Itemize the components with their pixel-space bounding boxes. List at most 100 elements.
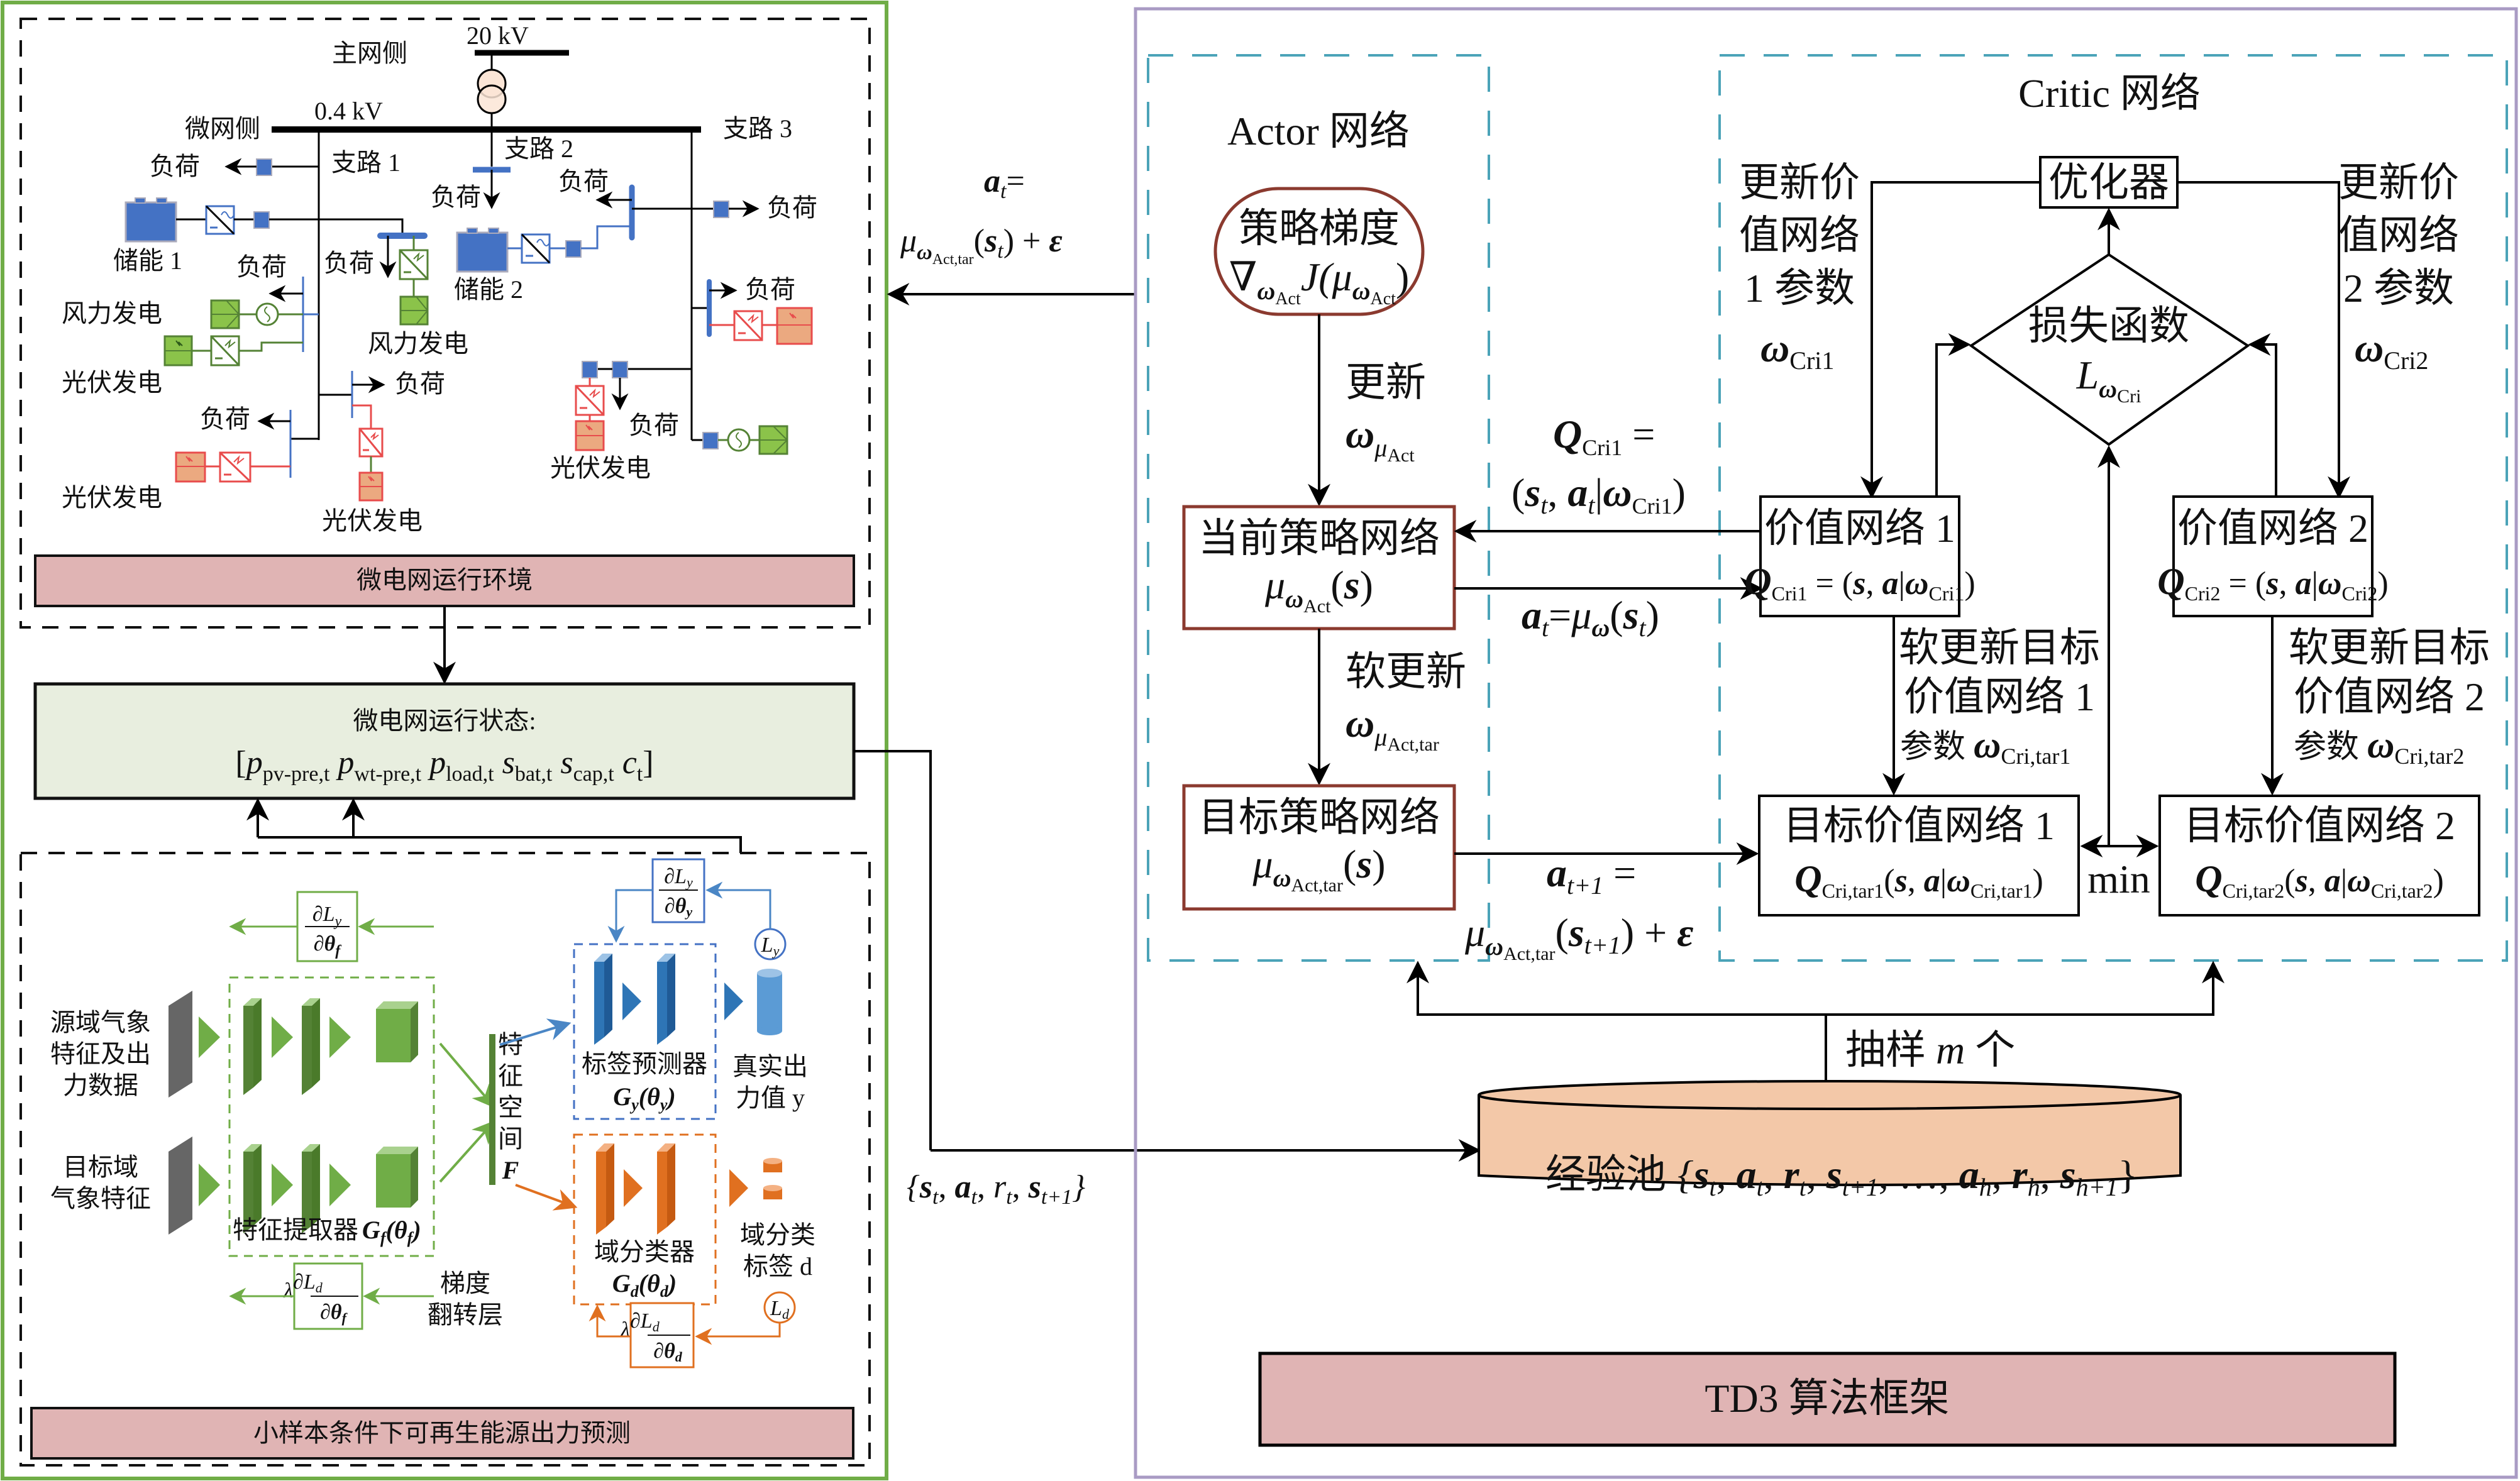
dc-dc-converter-icon xyxy=(358,427,384,458)
breaker-icon xyxy=(702,432,719,449)
update-critic1-label: 更新价 值网络 1 参数 ωCri1 xyxy=(1739,160,1860,375)
target-critic2-box xyxy=(2158,795,2480,917)
pv-panel-icon xyxy=(776,307,813,345)
forecast-box xyxy=(19,852,871,1467)
dc-dc-converter-icon xyxy=(575,385,605,416)
action-to-critic-label: at=μω(st) xyxy=(1522,593,1659,642)
svg-text:梯度: 梯度 xyxy=(440,1269,490,1297)
state-to-buffer-connector xyxy=(854,750,932,1150)
update-label: 更新 xyxy=(1346,360,1426,405)
feature-space-label: 特 征 空 间 F xyxy=(498,1030,523,1184)
update-param: ωμAct xyxy=(1346,412,1415,466)
pv-label: 光伏发电 xyxy=(62,368,162,397)
svg-text:1 参数: 1 参数 xyxy=(1744,266,1855,311)
soft-update-param: ωμAct,tar xyxy=(1346,701,1439,755)
replay-buffer-label: 经验池 xyxy=(1545,1152,1666,1197)
true-output-label: 真实出 力值 y xyxy=(732,1052,808,1112)
label-predictor-fn: Gy(θy) xyxy=(613,1082,675,1114)
soft-update-target2-label: 软更新目标 价值网络 2 参数 ωCri,tar2 xyxy=(2289,625,2490,769)
svg-text:特征及出: 特征及出 xyxy=(50,1040,151,1068)
domain-classifier-layers xyxy=(596,1143,675,1235)
loss-function-diamond xyxy=(1969,253,2250,446)
load-label: 负荷 xyxy=(236,253,287,281)
true-output-cylinder-icon xyxy=(757,969,782,1035)
current-policy-label: 当前策略网络 xyxy=(1198,516,1440,561)
dc-ac-converter-icon xyxy=(205,205,235,235)
critic-title: Critic 网络 xyxy=(2018,71,2201,116)
svg-text:标签 d: 标签 d xyxy=(743,1252,812,1280)
svg-text:值网络: 值网络 xyxy=(2338,213,2459,258)
microgrid-state-box xyxy=(33,682,856,800)
action-out-line2: μωAct,tar(st) + ε xyxy=(900,223,1063,268)
source-data-label: 源域气象 特征及出 力数据 xyxy=(50,1008,151,1099)
forecast-banner-title: 小样本条件下可再生能源出力预测 xyxy=(253,1419,631,1447)
optimizer-to-critic2 xyxy=(2177,181,2350,499)
td3-banner xyxy=(1258,1352,2397,1447)
left-panel-border xyxy=(1,1,888,1480)
transformer-icon xyxy=(477,53,507,129)
sample-label: 抽样 m 个 xyxy=(1845,1028,2015,1072)
arrow-icon xyxy=(729,1169,748,1207)
microgrid-side-label: 微网侧 xyxy=(185,114,260,143)
dc-dc-converter-icon xyxy=(733,310,763,341)
arrow-icon xyxy=(724,983,743,1020)
feature-extractor-fn: Gf(θf) xyxy=(362,1216,421,1247)
soft-update-target1-label: 软更新目标 价值网络 1 参数 ωCri,tar1 xyxy=(1899,625,2100,769)
svg-text:价值网络 1: 价值网络 1 xyxy=(1904,674,2095,719)
microgrid-env-banner xyxy=(34,554,855,607)
label-predictor-layers xyxy=(594,954,675,1045)
critic2-to-loss xyxy=(2248,333,2277,497)
storage-1-icon xyxy=(124,197,177,243)
critic2-label: 价值网络 2 xyxy=(2177,506,2368,551)
svg-text:参数 ωCri,tar1: 参数 ωCri,tar1 xyxy=(1900,724,2070,769)
ac-dc-converter-icon xyxy=(399,249,429,280)
target-critic1-label: 目标价值网络 1 xyxy=(1783,803,2055,848)
branch-1: 支路 1 负荷 储能 1 负荷 xyxy=(62,129,468,535)
q-feedback-line1: QCri1 = xyxy=(1553,412,1655,460)
domain-label-label: 域分类 标签 d xyxy=(740,1221,815,1280)
critic1-fn: QCri1 = (s, a|ωCri1) xyxy=(1744,561,1975,605)
td3-banner-title: TD3 算法框架 xyxy=(1705,1376,1949,1421)
dc-dc-converter-icon xyxy=(210,335,240,366)
label-predictor-box xyxy=(573,943,717,1120)
branch3-label: 支路 3 xyxy=(723,114,792,143)
target-critic2-fn: QCri,tar2(s, a|ωCri,tar2) xyxy=(2195,858,2444,902)
breaker-icon xyxy=(253,211,270,229)
load-label: 负荷 xyxy=(558,167,609,195)
loss-function-label: 损失函数 xyxy=(2028,304,2189,348)
domain-classifier-fn: Gd(θd) xyxy=(612,1269,677,1301)
svg-text:软更新目标: 软更新目标 xyxy=(1899,625,2100,670)
pv-label: 光伏发电 xyxy=(62,483,162,512)
svg-text:空: 空 xyxy=(498,1093,523,1121)
forecast-banner xyxy=(30,1407,854,1460)
label-predictor-label: 标签预测器 xyxy=(582,1050,707,1078)
branch2-label: 支路 2 xyxy=(504,135,573,163)
feature-extractor-layers-target xyxy=(243,1144,418,1233)
optimizer-to-critic1 xyxy=(1860,181,2040,499)
domain-label-cylinder-icon xyxy=(763,1158,782,1199)
storage-2-icon xyxy=(456,228,509,273)
storage1-label: 储能 1 xyxy=(113,246,182,275)
critic1-to-loss xyxy=(1935,333,1971,497)
voltage-lv-label: 0.4 kV xyxy=(314,97,383,125)
svg-text:F: F xyxy=(502,1156,519,1184)
svg-text:更新价: 更新价 xyxy=(1739,160,1860,205)
breaker-icon xyxy=(582,361,598,378)
wind-turbine-icon xyxy=(758,425,788,455)
wind-turbine-icon xyxy=(399,295,429,326)
branch-2: 支路 2 负荷 储能 2 负荷 负荷 xyxy=(431,129,817,304)
current-policy-network-box xyxy=(1182,505,1456,630)
load-label: 负荷 xyxy=(324,249,374,277)
replay-buffer-set: {st, at, rt, st+1, …, ah, rh, sh+1} xyxy=(1677,1152,2137,1201)
svg-text:ωCri2: ωCri2 xyxy=(2355,326,2428,375)
sample-connector xyxy=(1406,961,2224,1016)
dc-dc-converter-icon xyxy=(219,451,251,483)
grad-ld-theta-f: λ∂Ld xyxy=(283,1270,323,1302)
critic1-label: 价值网络 1 xyxy=(1764,506,1955,551)
svg-text:更新价: 更新价 xyxy=(2338,160,2459,205)
svg-text:真实出: 真实出 xyxy=(732,1052,808,1081)
min-label: min xyxy=(2087,857,2150,901)
target-policy-label: 目标策略网络 xyxy=(1198,795,1440,840)
load-label: 负荷 xyxy=(395,370,445,398)
breaker-icon xyxy=(713,201,729,218)
